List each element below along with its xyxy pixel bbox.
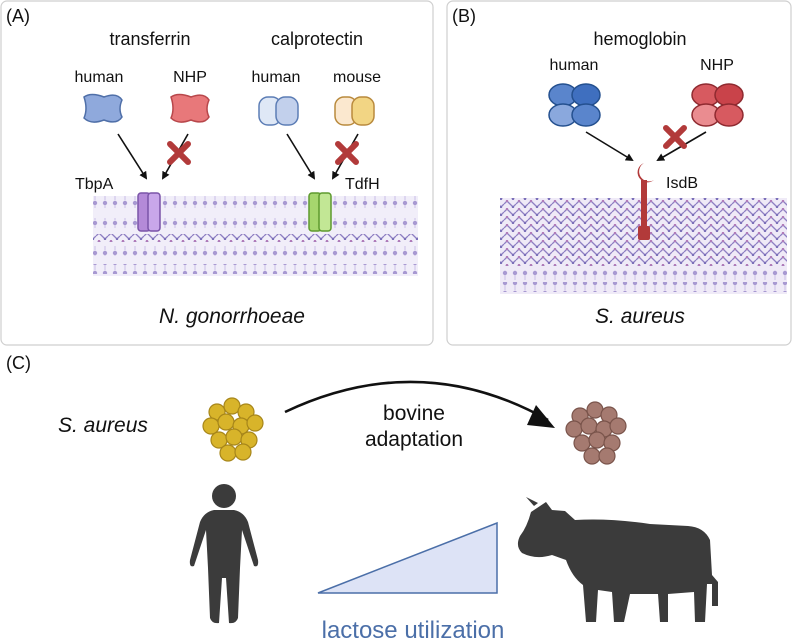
human-calprotectin-protein	[258, 96, 299, 126]
tdfh-label: TdfH	[345, 176, 380, 193]
panel-a-frame	[0, 0, 434, 346]
bovine-adaptation-arrow	[284, 380, 549, 422]
transferrin-human-label: human	[75, 69, 124, 86]
calprotectin-title: calprotectin	[271, 29, 363, 49]
lactose-utilization-gradient	[317, 521, 498, 594]
s-aureus-human-cluster	[202, 397, 264, 462]
arrow-human-calprotectin-to-tdfh	[286, 133, 316, 180]
human-silhouette-icon	[189, 484, 259, 624]
human-transferrin-protein	[83, 93, 123, 123]
panel-b: (B) hemoglobin human NHP	[446, 0, 792, 346]
calprotectin-mouse-label: mouse	[333, 69, 381, 86]
hemoglobin-human-label: human	[550, 57, 599, 74]
block-x-transferrin	[167, 141, 191, 165]
transferrin-nhp-label: NHP	[173, 69, 207, 86]
block-x-calprotectin	[335, 141, 359, 165]
panel-b-label: (B)	[452, 6, 476, 26]
panel-a: (A) transferrin calprotectin human NHP h…	[0, 0, 434, 346]
bovine-adaptation-line1: bovine	[383, 402, 445, 425]
panel-c-label: (C)	[6, 353, 31, 373]
hemoglobin-nhp-label: NHP	[700, 57, 734, 74]
bovine-adaptation-line2: adaptation	[365, 428, 463, 451]
calprotectin-human-label: human	[252, 69, 301, 86]
block-x-hemoglobin	[663, 125, 687, 149]
panel-b-frame	[446, 0, 792, 346]
hemoglobin-title: hemoglobin	[593, 29, 686, 49]
tdfh-receptor	[308, 192, 332, 232]
panel-a-label: (A)	[6, 6, 30, 26]
tbpa-receptor	[137, 192, 161, 232]
arrow-human-hemoglobin-to-isdb	[585, 131, 634, 162]
bovine-adaptation-arrowhead	[527, 405, 555, 428]
cow-silhouette-icon	[517, 497, 718, 622]
arrow-human-transferrin-to-tbpa	[117, 133, 148, 180]
lactose-utilization-label: lactose utilization	[322, 617, 505, 643]
gonorrhoeae-organism-label: N. gonorrhoeae	[159, 305, 305, 328]
isdb-receptor	[637, 163, 654, 240]
panel-c: (C) S. aureus bovine adaptation lactos	[6, 353, 718, 643]
transferrin-title: transferrin	[109, 29, 190, 49]
aureus-panel-b-organism-label: S. aureus	[595, 305, 685, 328]
human-hemoglobin-protein	[548, 83, 601, 127]
tbpa-label: TbpA	[75, 176, 114, 193]
nhp-hemoglobin-protein	[691, 83, 744, 127]
aureus-panel-c-organism-label: S. aureus	[58, 414, 148, 437]
s-aureus-bovine-cluster	[565, 401, 627, 465]
nhp-transferrin-protein	[170, 93, 210, 123]
isdb-label: IsdB	[666, 175, 698, 192]
mouse-calprotectin-protein	[334, 96, 375, 126]
